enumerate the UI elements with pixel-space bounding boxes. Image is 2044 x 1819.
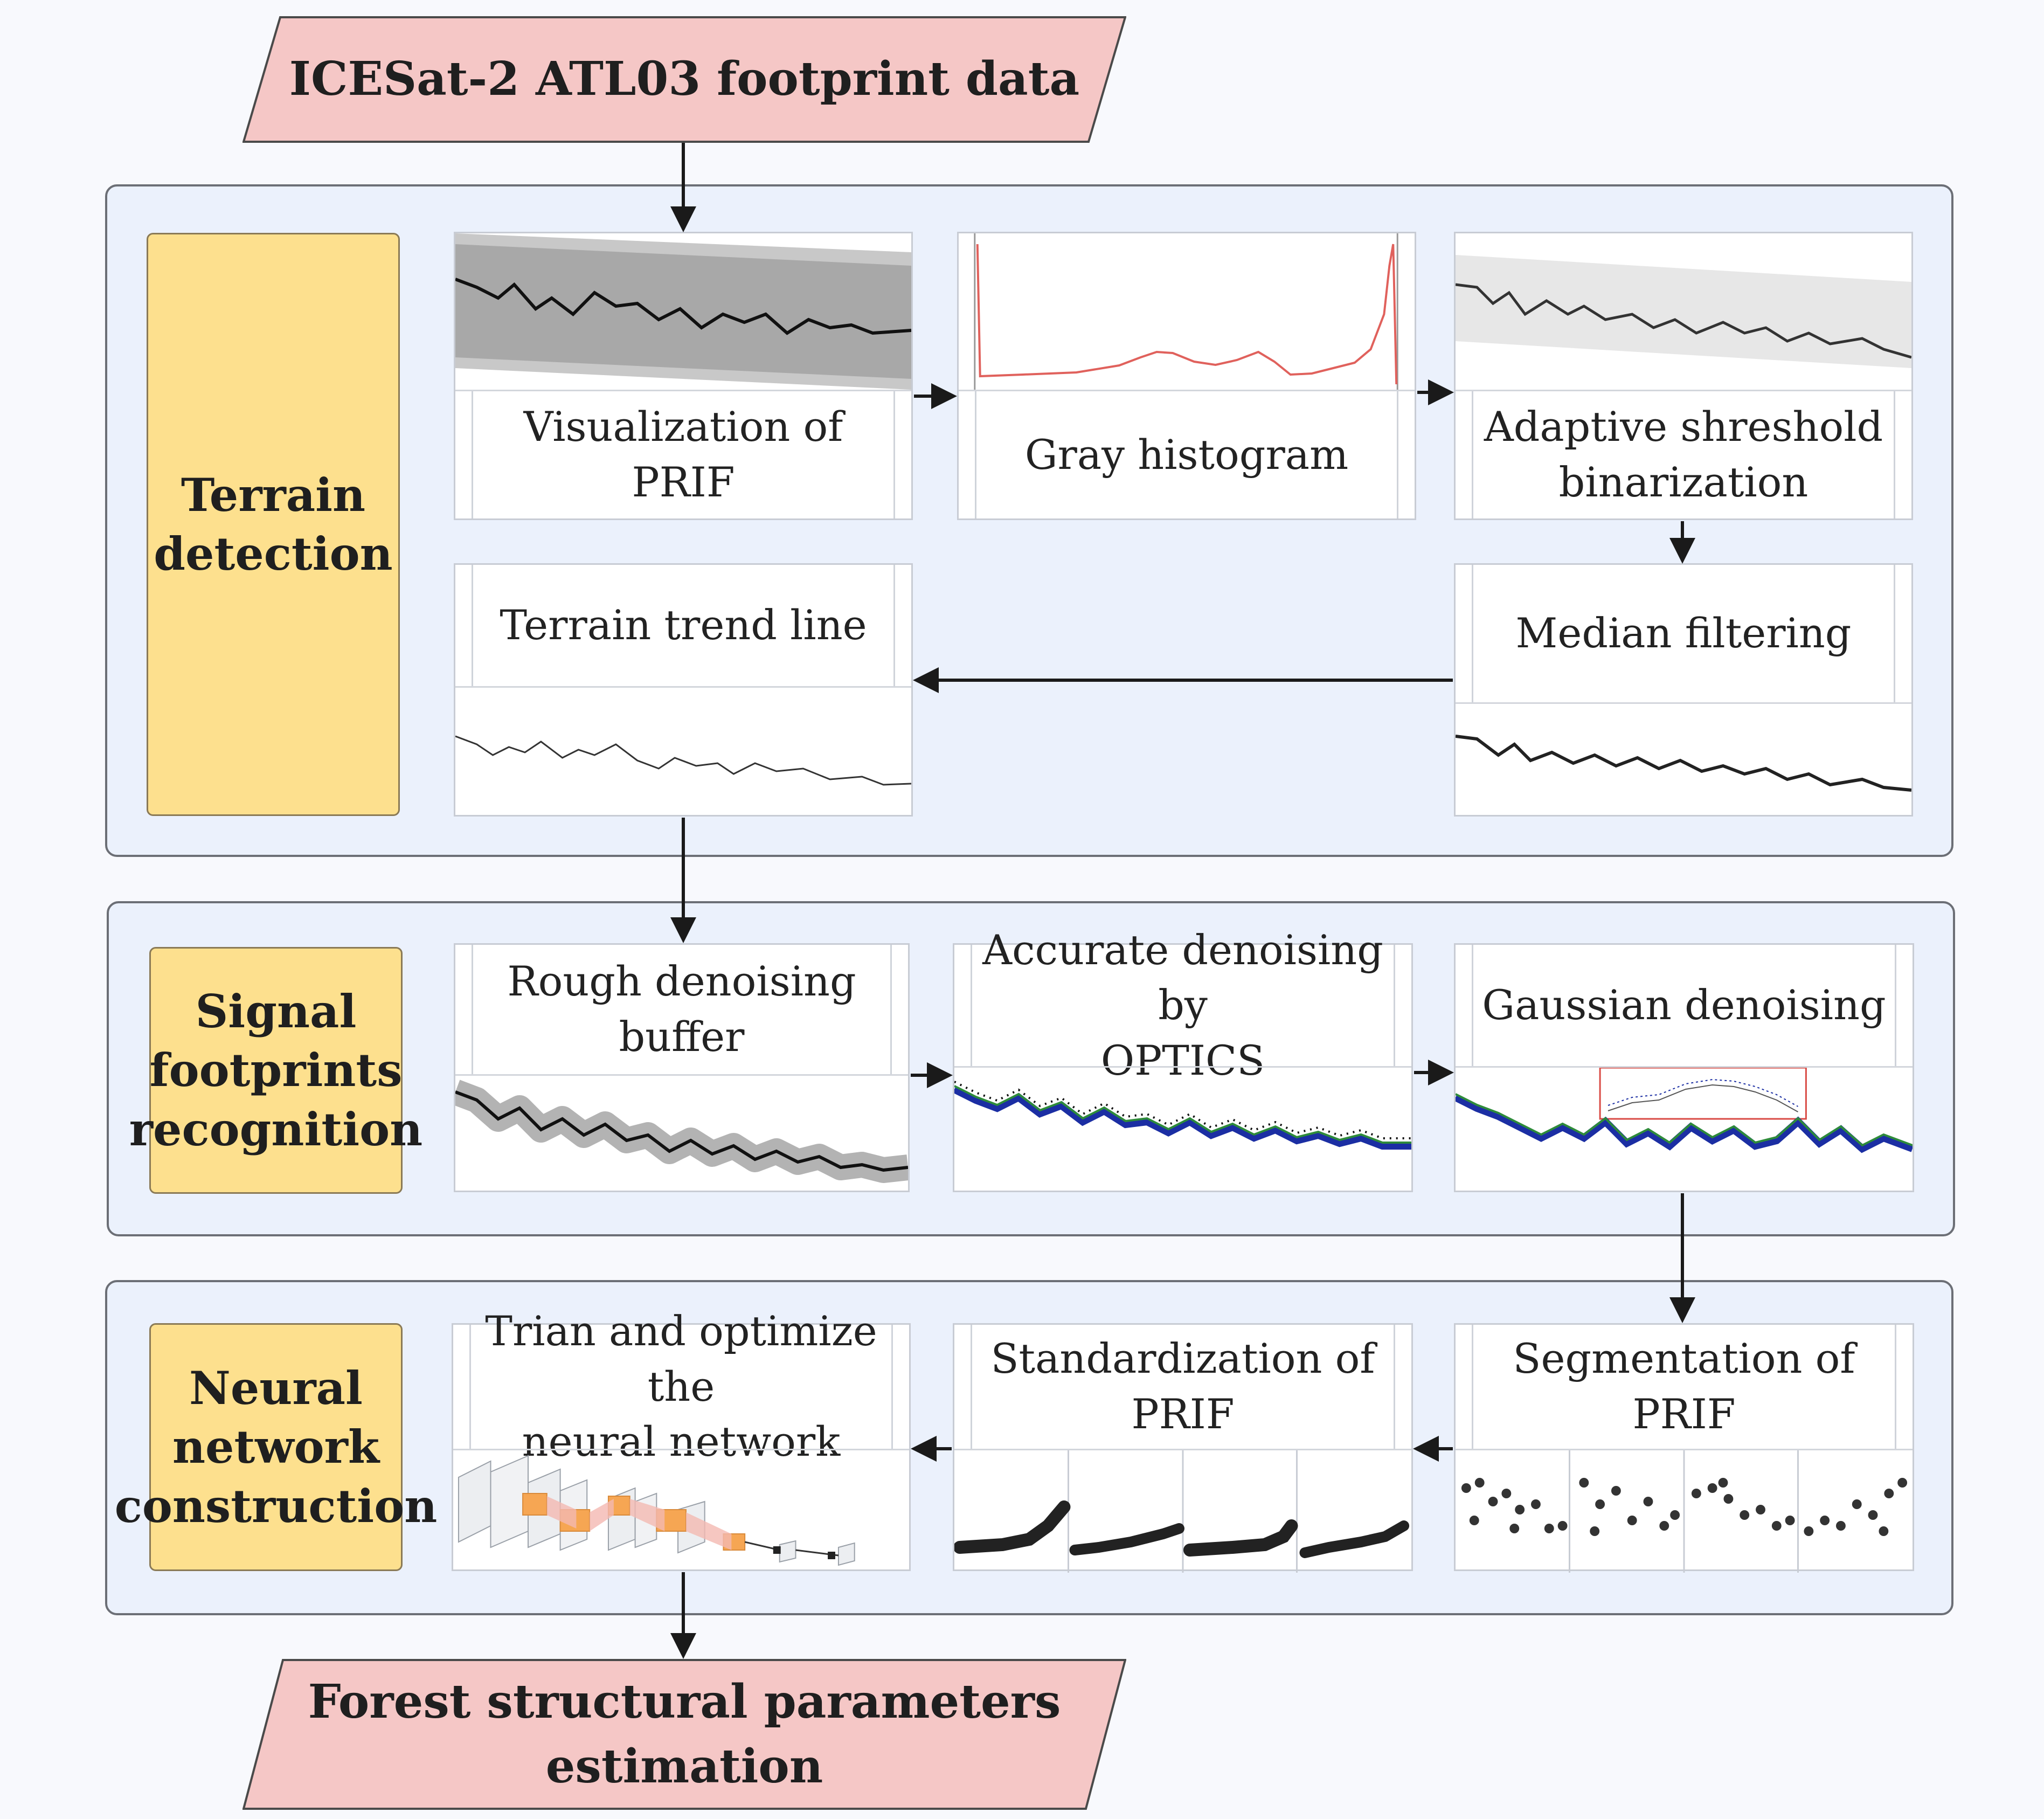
step-terrain-trend-line: Terrain trend line — [454, 563, 913, 817]
step-standardization-of-prif: Standardization of PRIF — [953, 1323, 1413, 1573]
step-median-filtering-label: Median filtering — [1472, 565, 1895, 702]
step-binarization-label: Adaptive shreshold binarization — [1472, 391, 1895, 518]
step-gray-histogram: Gray histogram — [957, 232, 1416, 520]
gaussian-denoising-image — [1456, 1068, 1913, 1194]
step-visualization-of-prif: Visualization of PRIF — [454, 232, 913, 520]
terrain-trend-image — [455, 688, 911, 818]
step-optics-denoising: Accurate denoising by OPTICS — [953, 926, 1413, 1194]
step-gaussian-denoising-label: Gaussian denoising — [1472, 945, 1896, 1066]
rough-denoising-image — [455, 1076, 908, 1194]
output-estimation-label: Forest structural parameters estimation — [308, 1674, 1061, 1794]
input-data-node: ICESat-2 ATL03 footprint data — [242, 16, 1126, 143]
step-segmentation-label: Segmentation of PRIF — [1472, 1325, 1896, 1449]
step-standardization-label: Standardization of PRIF — [971, 1325, 1395, 1449]
step-terrain-trend-label: Terrain trend line — [472, 565, 895, 686]
neural-network-label: Neural network construction — [115, 1323, 437, 1571]
median-filtering-image — [1456, 704, 1911, 818]
optics-denoising-image — [954, 1068, 1411, 1194]
neural-network-diagram — [453, 1450, 909, 1573]
step-rough-denoising-label: Rough denoising buffer — [472, 945, 892, 1074]
prif-visualization-image — [455, 233, 911, 390]
step-adaptive-binarization: Adaptive shreshold binarization — [1454, 232, 1913, 520]
step-segmentation-of-prif: Segmentation of PRIF — [1454, 1323, 1914, 1573]
standardization-image — [954, 1450, 1411, 1573]
input-data-label: ICESat-2 ATL03 footprint data — [289, 52, 1080, 107]
signal-recognition-label: Signal footprints recognition — [129, 947, 422, 1194]
binarization-image — [1456, 233, 1911, 390]
terrain-detection-label: Terrain detection — [147, 233, 400, 816]
step-visualization-label: Visualization of PRIF — [472, 391, 895, 518]
step-median-filtering: Median filtering — [1454, 563, 1913, 817]
step-gray-histogram-label: Gray histogram — [975, 391, 1398, 518]
output-estimation-node: Forest structural parameters estimation — [242, 1659, 1126, 1810]
segmentation-image — [1456, 1450, 1913, 1573]
gray-histogram-image — [959, 233, 1415, 390]
step-gaussian-denoising: Gaussian denoising — [1454, 943, 1914, 1192]
step-rough-denoising-buffer: Rough denoising buffer — [454, 943, 910, 1192]
